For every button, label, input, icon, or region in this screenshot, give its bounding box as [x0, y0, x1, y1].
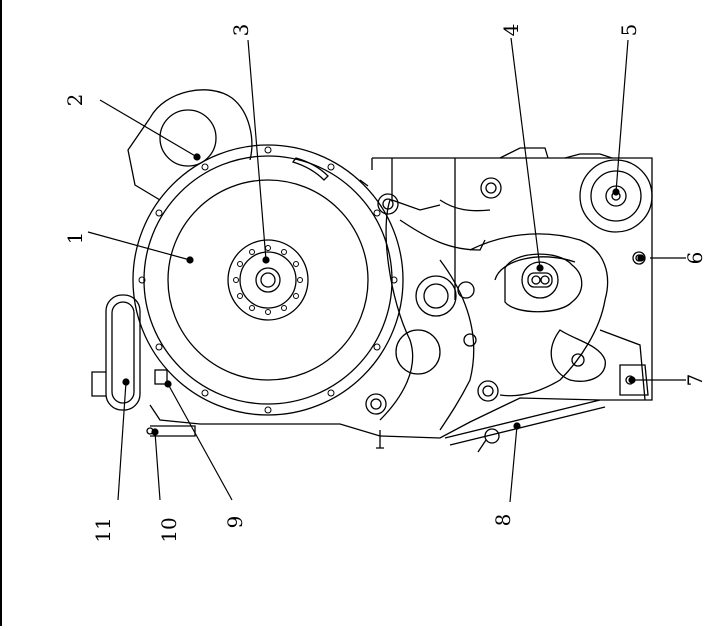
callout-5: 5	[617, 24, 641, 37]
callout-10: 10	[157, 517, 181, 542]
callout-7: 7	[683, 374, 707, 387]
housing-part-2	[127, 89, 253, 201]
callout-1: 1	[63, 232, 87, 245]
callout-11: 11	[91, 517, 115, 542]
pump-drive	[504, 253, 606, 382]
leader-8	[509, 425, 518, 503]
callout-9: 9	[223, 516, 247, 529]
dipstick-tube	[444, 399, 606, 453]
leader-1	[87, 231, 191, 261]
callout-6: 6	[683, 252, 707, 265]
callout-2: 2	[63, 94, 87, 107]
left-border-line	[0, 0, 2, 626]
callout-3: 3	[229, 24, 253, 37]
leader-10	[154, 431, 161, 501]
filter-cover	[91, 294, 141, 411]
leader-9	[167, 383, 233, 501]
flywheel-hub	[227, 239, 309, 321]
flywheel-bolts	[138, 146, 398, 414]
leader-11	[117, 381, 127, 501]
leader-2	[99, 99, 198, 158]
leader-4	[510, 37, 541, 269]
leader-lines	[87, 37, 686, 503]
sensor-bracket	[146, 369, 384, 449]
engine-block	[149, 147, 653, 439]
leader-3	[247, 39, 267, 261]
pulley	[579, 159, 653, 233]
leader-5	[615, 39, 629, 193]
callout-8: 8	[491, 514, 515, 527]
callout-4: 4	[499, 24, 523, 37]
flywheel	[132, 144, 404, 416]
callout-labels: 1 2 3 4 5 6 7 8 9 10 11	[63, 24, 707, 543]
